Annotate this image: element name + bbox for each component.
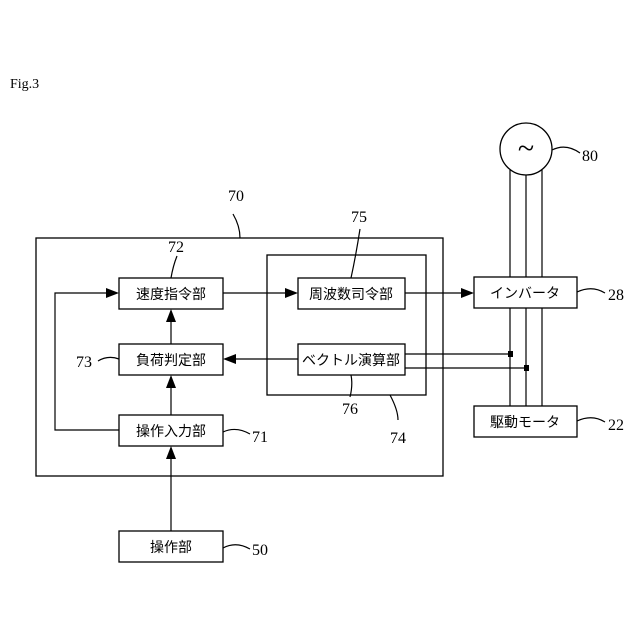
operation-block: 操作部 [119, 531, 223, 562]
figure-label: Fig.3 [10, 77, 39, 92]
arrowhead-speed-to-frequency [285, 288, 298, 298]
arrowhead-operation-to-input [166, 446, 176, 459]
leader-line-80 [552, 147, 580, 153]
drive-motor-label: 駆動モータ [490, 415, 560, 431]
arrowhead-frequency-to-inverter [461, 288, 474, 298]
inverter-label: インバータ [490, 286, 560, 302]
leader-line-22 [577, 418, 605, 422]
drive-motor-block: 駆動モータ [474, 406, 577, 437]
leader-line-76 [350, 375, 352, 397]
ref-75: 75 [351, 209, 367, 226]
arrowhead-vector-to-load [223, 354, 236, 364]
vector-calc-block: ベクトル演算部 [298, 344, 405, 375]
leader-line-28 [577, 289, 605, 293]
ref-28: 28 [608, 287, 624, 304]
ref-50: 50 [252, 542, 268, 559]
load-judgment-block: 負荷判定部 [119, 344, 223, 375]
leader-line-70 [233, 214, 240, 238]
leader-line-71 [223, 429, 250, 434]
ref-80: 80 [582, 148, 598, 165]
arrowhead-input-to-speed-loop [106, 288, 119, 298]
arrowhead-load-to-speed [166, 309, 176, 322]
arrowhead-input-to-load [166, 375, 176, 388]
ref-22: 22 [608, 417, 624, 434]
current-sensor-1 [508, 351, 513, 357]
current-sensor-2 [524, 365, 529, 371]
load-judgment-label: 負荷判定部 [136, 353, 206, 369]
operation-label: 操作部 [150, 540, 192, 556]
leader-line-73 [98, 357, 119, 361]
leader-line-74 [390, 395, 398, 420]
leader-line-50 [223, 545, 250, 549]
ref-72: 72 [168, 239, 184, 256]
ac-power-source: ~ [500, 123, 552, 175]
speed-command-label: 速度指令部 [136, 287, 206, 303]
speed-command-block: 速度指令部 [119, 278, 223, 309]
ref-74: 74 [390, 430, 406, 447]
operation-input-label: 操作入力部 [136, 424, 206, 440]
operation-input-block: 操作入力部 [119, 415, 223, 446]
frequency-command-block: 周波数司令部 [298, 278, 405, 309]
inverter-block: インバータ [474, 277, 577, 308]
ac-symbol: ~ [518, 132, 534, 165]
ref-76: 76 [342, 401, 358, 418]
frequency-command-label: 周波数司令部 [309, 287, 393, 303]
leader-line-75 [351, 229, 360, 278]
ref-73: 73 [76, 354, 92, 371]
ref-70: 70 [228, 188, 244, 205]
leader-line-72 [171, 256, 177, 278]
vector-calc-label: ベクトル演算部 [302, 353, 400, 369]
ref-71: 71 [252, 429, 268, 446]
